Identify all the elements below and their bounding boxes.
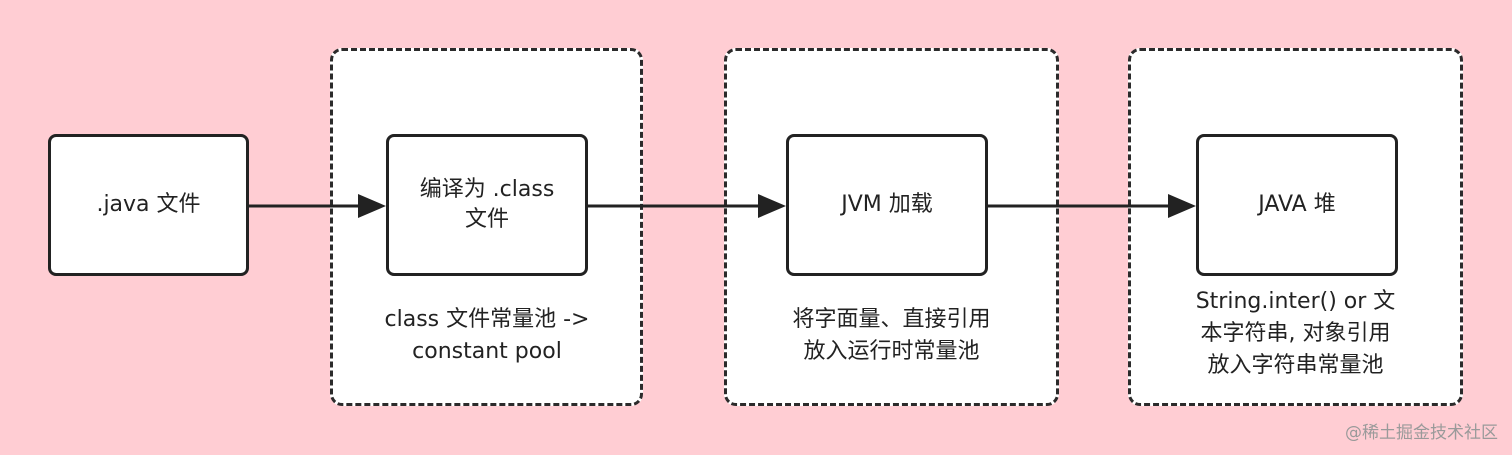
arrow-java-to-compile — [249, 194, 386, 218]
compile-label-line-2: 文件 — [464, 207, 509, 232]
jvm-load-node: JVM 加载 — [786, 134, 988, 276]
java-heap-node: JAVA 堆 — [1196, 134, 1398, 276]
string-pool-caption-line-3: 放入字符串常量池 — [1207, 353, 1384, 378]
string-pool-caption-line-2: 本字符串, 对象引用 — [1200, 321, 1391, 346]
watermark-text: @稀土掘金技术社区 — [1345, 423, 1498, 443]
class-pool-caption-line-2: constant pool — [412, 339, 562, 364]
class-pool-caption-line-1: class 文件常量池 -> — [384, 307, 590, 332]
string-pool-caption-line-1: String.inter() or 文 — [1195, 289, 1396, 314]
runtime-pool-caption-line-1: 将字面量、直接引用 — [792, 307, 991, 332]
java-heap-label: JAVA 堆 — [1258, 192, 1336, 217]
compile-node: 编译为 .class 文件 — [386, 134, 588, 276]
runtime-pool-caption-line-2: 放入运行时常量池 — [803, 339, 980, 364]
arrow-compile-to-jvm — [588, 194, 786, 218]
compile-label-line-1: 编译为 .class — [419, 177, 555, 202]
class-pool-caption: class 文件常量池 -> constant pool — [340, 304, 634, 368]
java-file-node: .java 文件 — [48, 134, 249, 276]
arrow-jvm-to-heap — [988, 194, 1196, 218]
jvm-load-label: JVM 加载 — [841, 192, 933, 217]
string-pool-caption: String.inter() or 文 本字符串, 对象引用 放入字符串常量池 — [1138, 286, 1453, 382]
runtime-pool-caption: 将字面量、直接引用 放入运行时常量池 — [734, 304, 1049, 368]
java-file-label: .java 文件 — [96, 192, 201, 217]
